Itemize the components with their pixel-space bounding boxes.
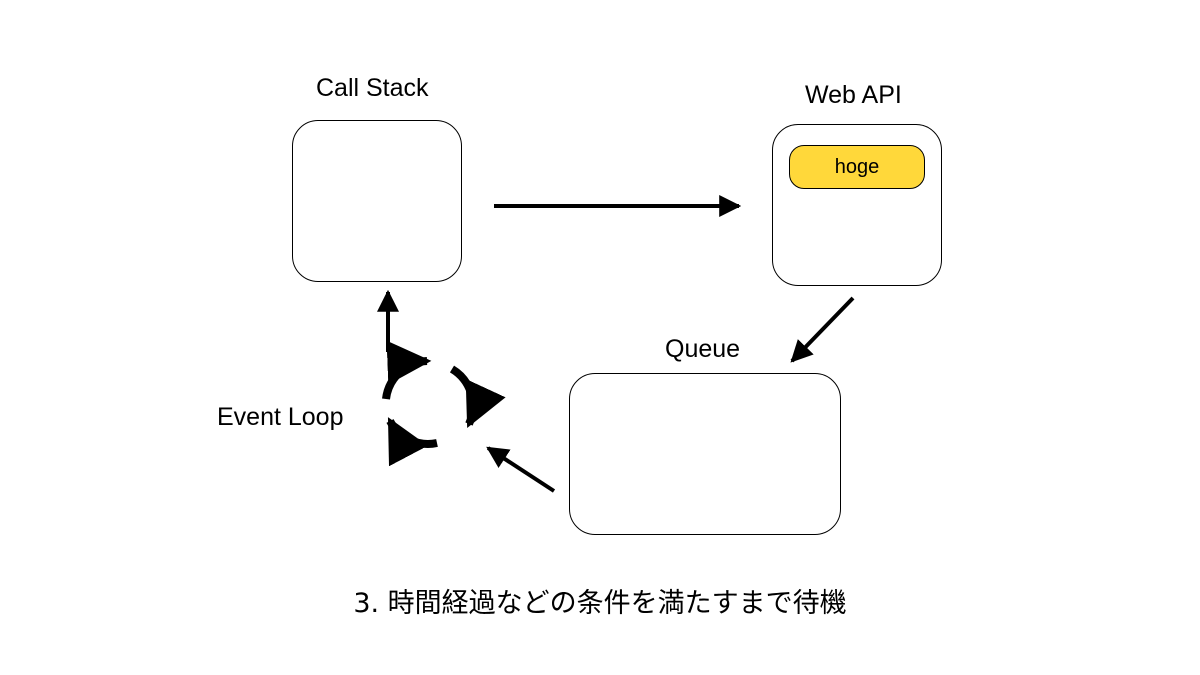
event-loop-title: Event Loop xyxy=(217,403,344,431)
step-caption: 3. 時間経過などの条件を満たすまで待機 xyxy=(353,588,847,619)
arrow-queue-to-eventloop xyxy=(486,446,556,493)
arrow-webapi-to-queue xyxy=(790,296,855,363)
queue-box xyxy=(569,373,841,535)
web-api-title: Web API xyxy=(805,81,902,109)
queue-title: Queue xyxy=(665,335,741,363)
call-stack-title: Call Stack xyxy=(316,74,429,102)
event-loop-cycle-icon xyxy=(382,340,506,467)
web-api-item-hoge: hoge xyxy=(789,145,925,189)
call-stack-box xyxy=(292,120,462,282)
